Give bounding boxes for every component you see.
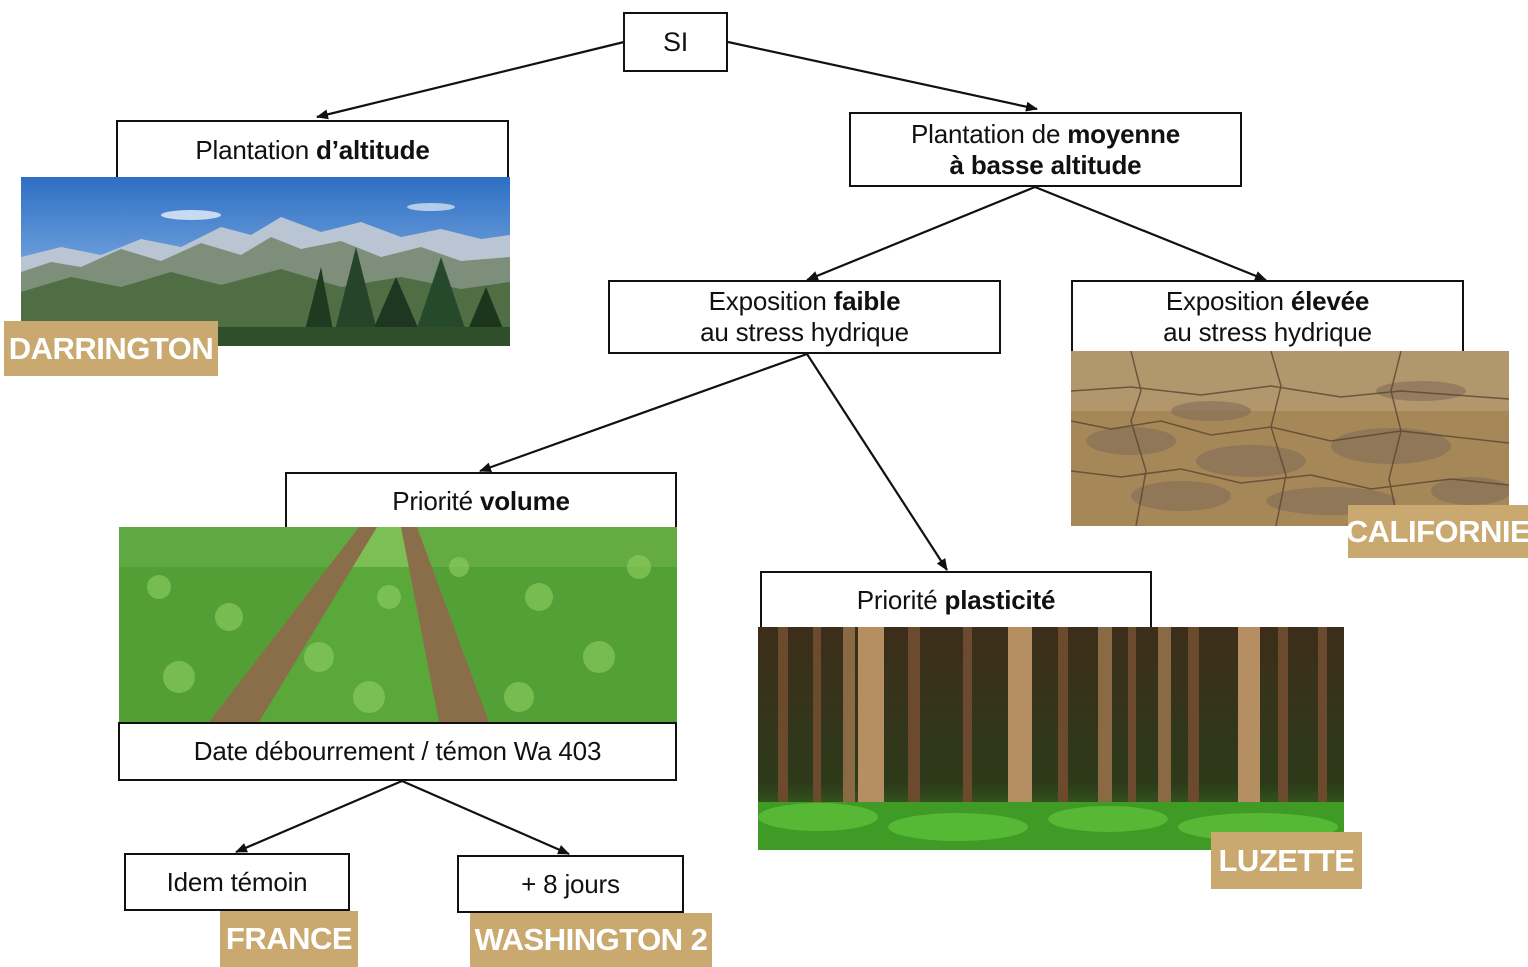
- tag-californie: CALIFORNIE: [1346, 505, 1528, 558]
- node-plus-8-jours: + 8 jours: [457, 855, 684, 913]
- photo-dry-soil: [1071, 351, 1509, 526]
- tag-darrington: DARRINGTON: [4, 321, 218, 376]
- arrow-faible-volume: [479, 352, 808, 473]
- node-priorite-volume: Priorité volume: [285, 472, 677, 528]
- node-date-debourrement: Date débourrement / témon Wa 403: [118, 722, 677, 781]
- root-node-si: SI: [623, 12, 728, 72]
- node-altitude: Plantation d’altitude: [116, 120, 509, 178]
- node-moyenne: Plantation de moyenne à basse altitude: [849, 112, 1242, 187]
- node-exposition-faible: Exposition faible au stress hydrique: [608, 280, 1001, 354]
- idem-temoin-label: Idem témoin: [166, 866, 308, 897]
- node-altitude-label: Plantation d’altitude: [195, 134, 430, 165]
- arrow-si-altitude: [316, 40, 625, 120]
- date-debourrement-label: Date débourrement / témon Wa 403: [193, 736, 602, 766]
- photo-forest: [758, 627, 1344, 850]
- photo-mountains: [21, 177, 510, 346]
- node-priorite-plasticite: Priorité plasticité: [760, 571, 1152, 628]
- node-exposition-elevee: Exposition élevée au stress hydrique: [1071, 280, 1464, 352]
- photo-nursery: [119, 527, 677, 722]
- tag-luzette: LUZETTE: [1211, 832, 1362, 889]
- tag-washington-2: WASHINGTON 2: [470, 913, 712, 967]
- arrow-moyenne-elevee: [1034, 185, 1267, 282]
- arrow-si-moyenne: [727, 40, 1038, 112]
- plus-8-jours-label: + 8 jours: [521, 868, 620, 899]
- root-label: SI: [662, 26, 689, 57]
- arrow-date-jours: [401, 779, 570, 856]
- tag-france: FRANCE: [220, 911, 358, 967]
- arrow-moyenne-faible: [806, 185, 1036, 282]
- arrow-faible-plasticite: [806, 353, 948, 571]
- arrow-date-idem: [235, 779, 403, 854]
- node-idem-temoin: Idem témoin: [124, 853, 350, 911]
